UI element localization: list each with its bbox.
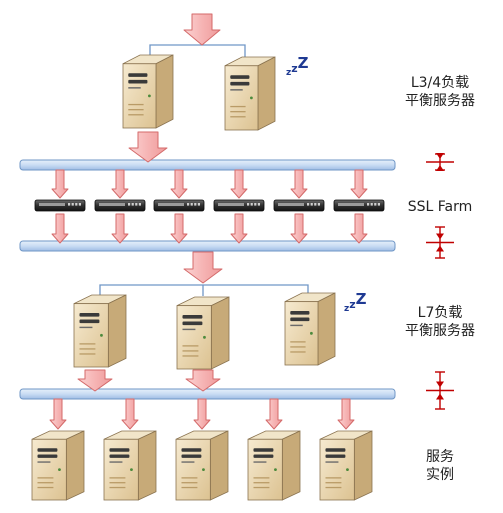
arrow-ssl-to-bus-3 [170,213,188,244]
arrow-ssl-to-bus-6 [350,213,368,244]
separator-marker-icon-2 [426,226,454,259]
arrow-l7-left-to-bus [77,369,113,392]
server-instance-3 [175,430,229,501]
sleep-z-large: Z [297,54,309,72]
arrow-ssl-to-bus-2 [111,213,129,244]
network-bus-1 [19,159,396,171]
ssl-farm-label-text: SSL Farm [407,199,473,215]
arrow-bus-to-ssl-3 [170,169,188,199]
arrow-bus-to-ssl-4 [230,169,248,199]
ssl-appliance-5 [273,199,325,212]
server-instance-1 [31,430,85,501]
network-bus-3 [19,388,396,400]
arrow-bus-to-service-4 [265,398,283,430]
server-l7-3-standby [284,292,336,366]
l7-label-line2: 平衡服务器 [405,323,475,339]
ssl-appliance-2 [94,199,146,212]
l7-connector-bracket [99,284,309,297]
sleep-z-small: z [286,68,292,78]
l34-label: L3/4负载 平衡服务器 [385,74,495,110]
sleep-icon-l34-standby: zzZ [286,54,309,79]
l34-label-line1: L3/4负载 [410,75,470,91]
server-l34-active [122,54,174,129]
arrow-bus-to-l7 [183,251,223,284]
arrow-bus-to-ssl-5 [290,169,308,199]
arrow-bus-to-ssl-2 [111,169,129,199]
arrow-l7-center-to-bus [185,369,221,392]
ssl-appliance-3 [153,199,205,212]
arrow-ssl-to-bus-5 [290,213,308,244]
service-instance-label-line1: 服务 [426,449,454,465]
server-instance-4 [247,430,301,501]
ssl-appliance-1 [34,199,86,212]
ssl-farm-label: SSL Farm [385,198,495,216]
service-instance-label-line2: 实例 [426,467,454,483]
network-bus-2 [19,240,396,252]
server-l34-standby [224,56,276,131]
ssl-appliance-6 [333,199,385,212]
sleep-z-medium: z [291,62,298,75]
sleep-z-medium: z [349,298,356,311]
l34-connector-bracket [149,44,246,57]
arrow-ssl-to-bus-1 [51,213,69,244]
arrow-bus-to-ssl-6 [350,169,368,199]
arrow-bus-to-ssl-1 [51,169,69,199]
separator-marker-icon-1 [426,153,454,171]
arrow-bus-to-service-1 [49,398,67,430]
server-instance-2 [103,430,157,501]
sleep-z-large: Z [355,290,367,308]
server-l7-1 [73,294,127,368]
arrow-l34-to-bus [128,131,168,163]
sleep-z-small: z [344,304,350,314]
arrow-bus-to-service-5 [337,398,355,430]
service-instance-label: 服务 实例 [385,448,495,484]
arrow-ingress [183,13,221,46]
server-instance-5 [319,430,373,501]
ssl-appliance-4 [213,199,265,212]
l34-label-line2: 平衡服务器 [405,93,475,109]
server-l7-2 [176,296,230,370]
arrow-ssl-to-bus-4 [230,213,248,244]
arrow-bus-to-service-3 [193,398,211,430]
arrow-bus-to-service-2 [121,398,139,430]
separator-marker-icon-3 [426,371,454,410]
sleep-icon-l7-standby: zzZ [344,290,367,315]
l7-label: L7负载 平衡服务器 [385,304,495,340]
l7-label-line1: L7负载 [417,305,463,321]
